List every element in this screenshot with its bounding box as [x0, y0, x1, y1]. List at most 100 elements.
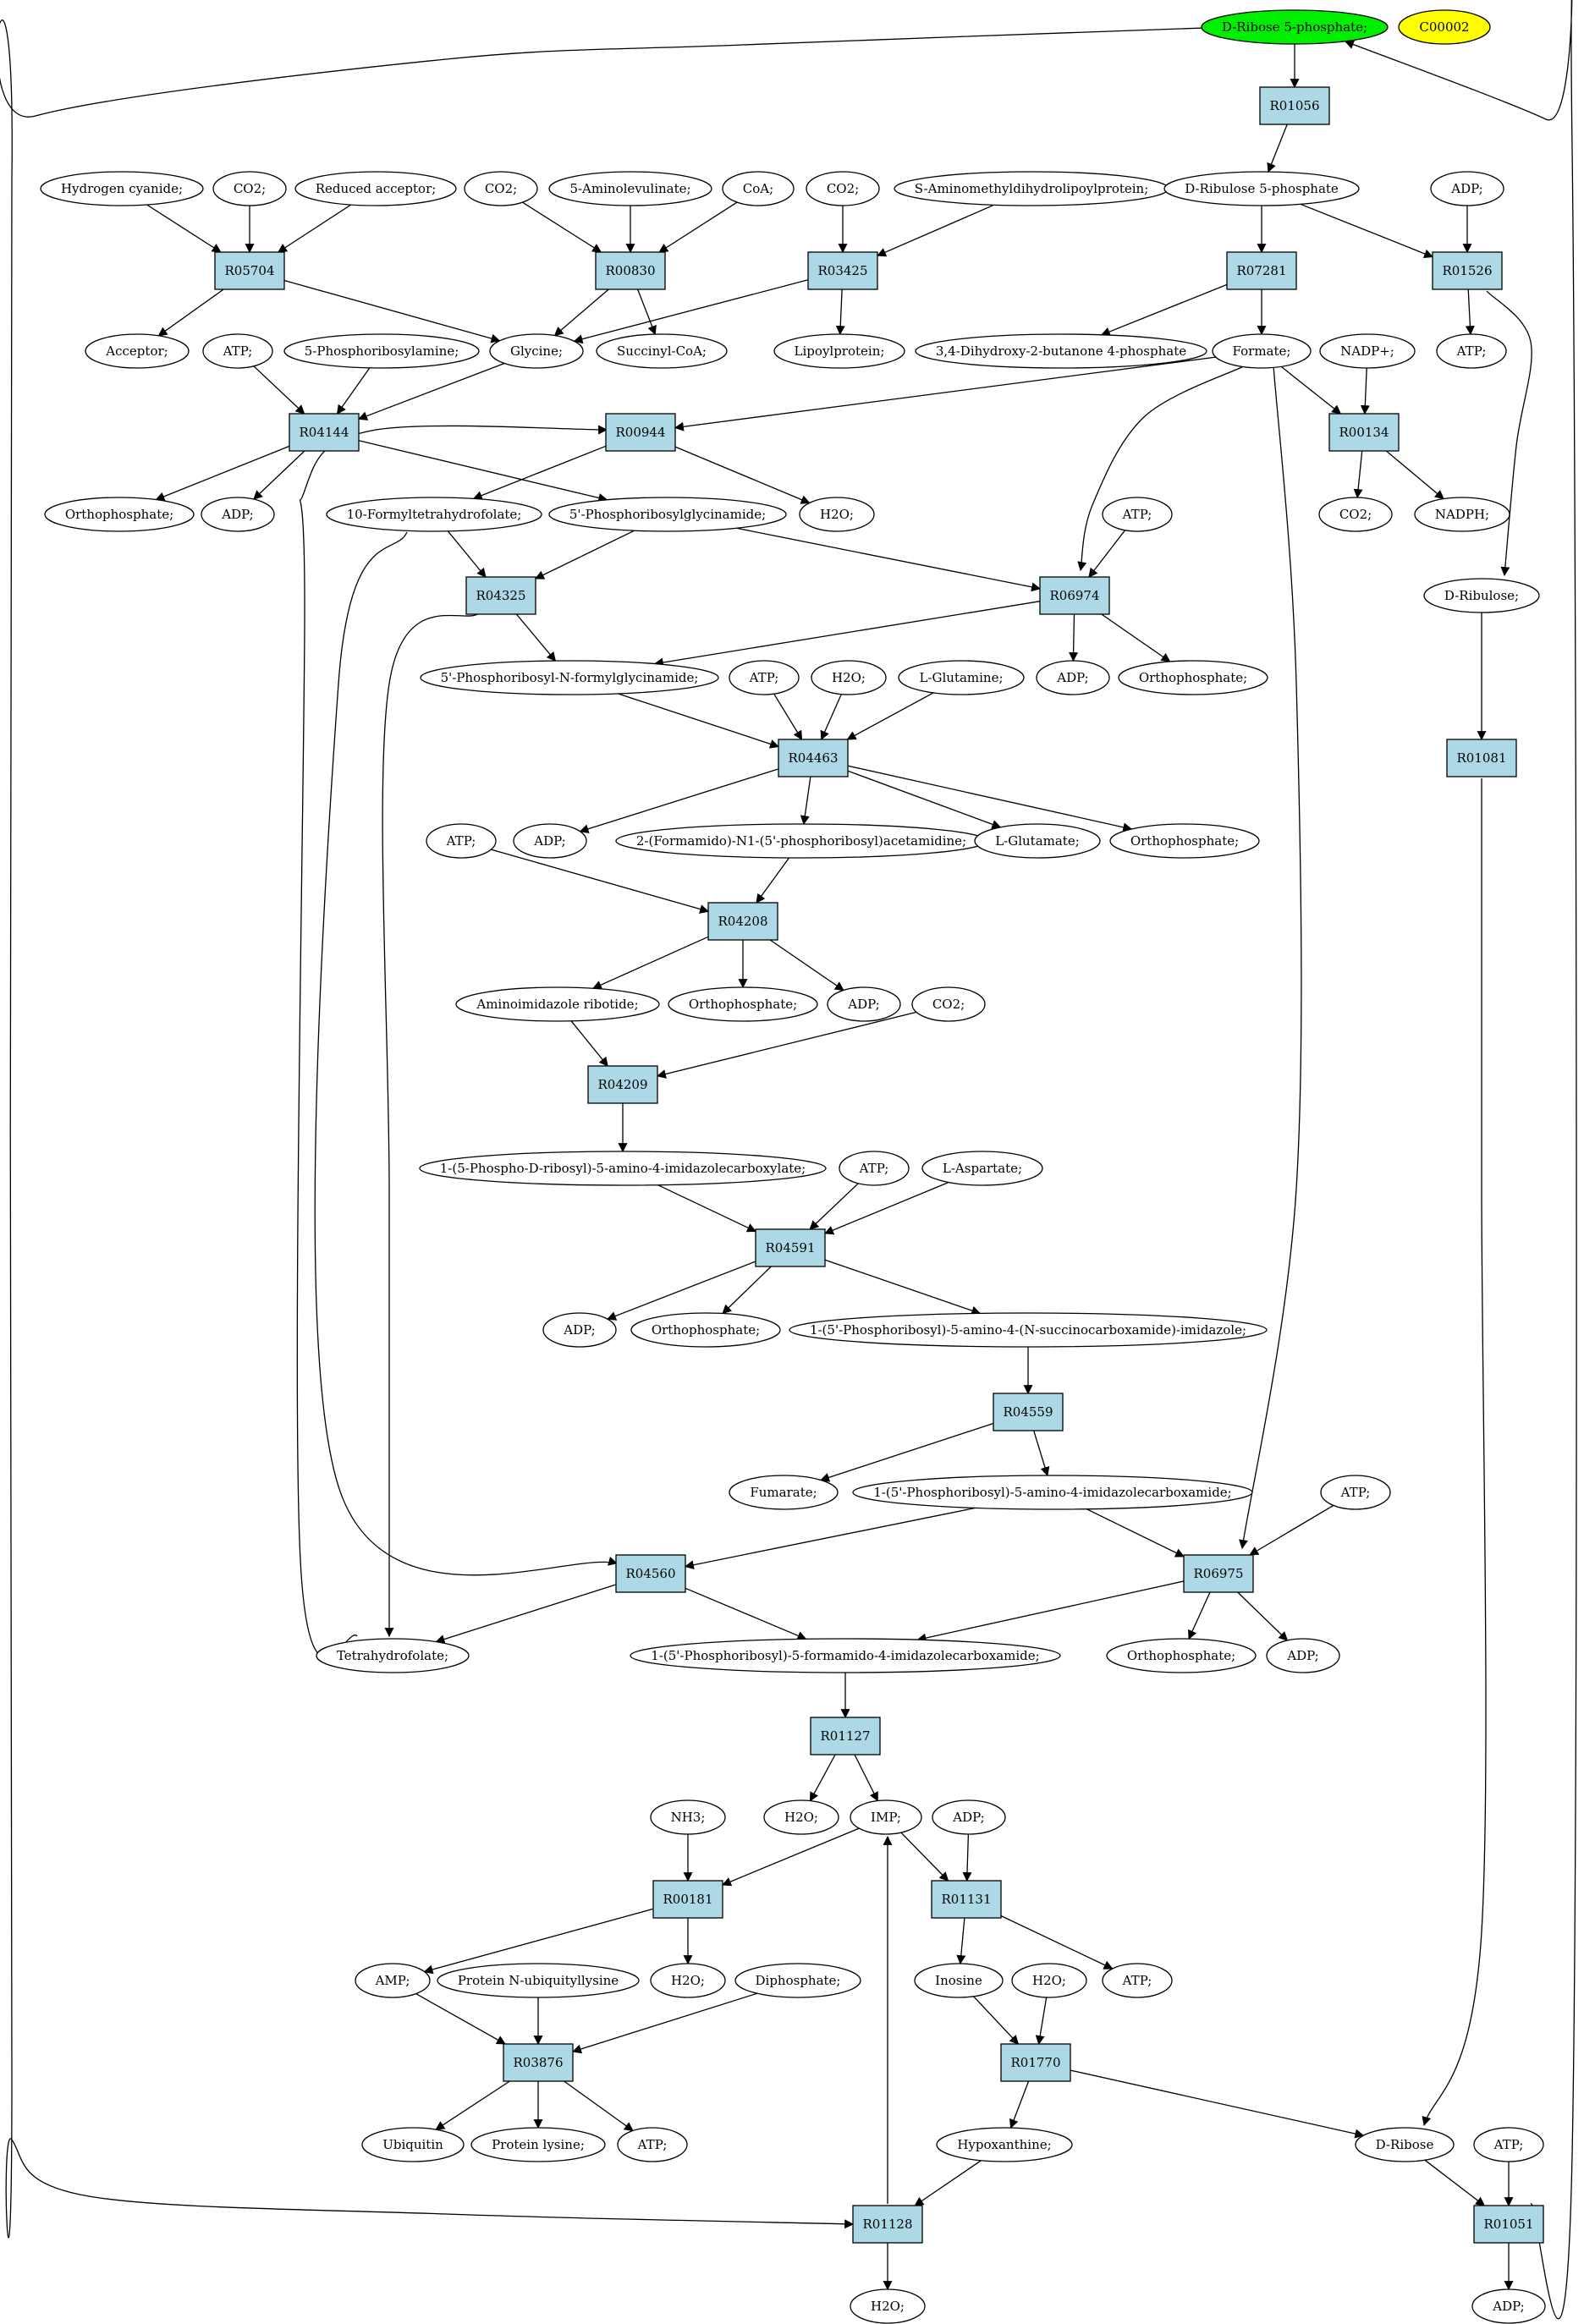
reaction-node-r04591[interactable]: R04591: [755, 1228, 826, 1267]
compound-node-adp-g[interactable]: ADP;: [1266, 1638, 1340, 1673]
compound-node-prpa[interactable]: 5-Phosphoribosylamine;: [283, 333, 480, 369]
compound-node-h2o-c[interactable]: H2O;: [763, 1799, 839, 1835]
compound-node-r5p[interactable]: D-Ribulose 5-phosphate: [1163, 171, 1360, 206]
compound-node-adp-i[interactable]: ADP;: [1471, 2288, 1546, 2324]
compound-node-r5p-top[interactable]: D-Ribose 5-phosphate;: [1201, 9, 1389, 45]
compound-node-atp-i[interactable]: ATP;: [617, 2127, 688, 2162]
compound-node-adp-d[interactable]: ADP;: [513, 823, 587, 859]
compound-node-adp-h[interactable]: ADP;: [932, 1799, 1006, 1835]
reaction-node-r01081[interactable]: R01081: [1446, 739, 1517, 777]
compound-node-co2-d[interactable]: CO2;: [1318, 497, 1393, 532]
compound-node-redacc[interactable]: Reduced acceptor;: [294, 171, 457, 206]
reaction-node-r00134[interactable]: R00134: [1328, 413, 1400, 452]
compound-node-fumarate[interactable]: Fumarate;: [729, 1475, 839, 1510]
compound-node-hypox[interactable]: Hypoxanthine;: [936, 2127, 1073, 2162]
compound-node-adp-e[interactable]: ADP;: [827, 986, 901, 1022]
reaction-node-r01127[interactable]: R01127: [810, 1717, 881, 1755]
reaction-node-r03425[interactable]: R03425: [807, 251, 878, 290]
reaction-node-r00181[interactable]: R00181: [652, 1880, 723, 1919]
compound-node-adp-b[interactable]: ADP;: [201, 497, 275, 532]
compound-node-imp[interactable]: IMP;: [850, 1799, 922, 1835]
compound-node-thf[interactable]: Tetrahydrofolate;: [316, 1638, 470, 1673]
reaction-node-r01051[interactable]: R01051: [1473, 2205, 1544, 2244]
compound-node-nadp[interactable]: NADP+;: [1319, 333, 1416, 369]
reaction-node-r00944[interactable]: R00944: [605, 413, 676, 452]
reaction-node-r06974[interactable]: R06974: [1039, 576, 1110, 615]
compound-node-ortho-d[interactable]: Orthophosphate;: [668, 986, 818, 1022]
compound-node-acceptor[interactable]: Acceptor;: [85, 333, 190, 369]
reaction-node-r07281[interactable]: R07281: [1226, 251, 1297, 290]
reaction-node-r04325[interactable]: R04325: [465, 576, 536, 615]
compound-node-ubiquitin[interactable]: Ubiquitin: [361, 2127, 465, 2162]
reaction-node-r00830[interactable]: R00830: [595, 251, 666, 290]
compound-node-atp-d[interactable]: ATP;: [729, 660, 800, 695]
compound-node-adp-c[interactable]: ADP;: [1036, 660, 1110, 695]
compound-node-co2-e[interactable]: CO2;: [911, 986, 986, 1022]
compound-node-atp-c[interactable]: ATP;: [1102, 497, 1173, 532]
compound-node-h2o-f[interactable]: H2O;: [850, 2288, 926, 2324]
compound-node-nh3[interactable]: NH3;: [650, 1799, 726, 1835]
compound-node-amp[interactable]: AMP;: [355, 1963, 431, 1998]
compound-node-saicar[interactable]: 1-(5'-Phosphoribosyl)-5-amino-4-(N-succi…: [789, 1312, 1268, 1348]
compound-node-fgar[interactable]: 5'-Phosphoribosyl-N-formylglycinamide;: [420, 660, 719, 695]
reaction-node-r01056[interactable]: R01056: [1259, 86, 1330, 125]
compound-node-gar[interactable]: 5'-Phosphoribosylglycinamide;: [548, 497, 787, 532]
compound-node-formate[interactable]: Formate;: [1212, 333, 1312, 369]
reaction-node-r04559[interactable]: R04559: [993, 1393, 1064, 1431]
compound-node-glycine[interactable]: Glycine;: [489, 333, 584, 369]
compound-node-ala[interactable]: 5-Aminolevulinate;: [548, 171, 712, 206]
compound-node-fgam[interactable]: 2-(Formamido)-N1-(5'-phosphoribosyl)acet…: [615, 823, 987, 859]
compound-node-h2o-d[interactable]: H2O;: [650, 1963, 726, 1998]
compound-node-gln[interactable]: L-Glutamine;: [898, 660, 1025, 695]
compound-node-lipoyl[interactable]: Lipoylprotein;: [773, 333, 905, 369]
compound-node-dhbp[interactable]: 3,4-Dihydroxy-2-butanone 4-phosphate: [915, 333, 1207, 369]
compound-node-hcn[interactable]: Hydrogen cyanide;: [40, 171, 204, 206]
compound-node-atp-a[interactable]: ATP;: [202, 333, 273, 369]
reaction-node-r04560[interactable]: R04560: [615, 1554, 686, 1593]
compound-node-co2-b[interactable]: CO2;: [464, 171, 538, 206]
compound-node-ortho-f[interactable]: Orthophosphate;: [1106, 1638, 1257, 1673]
reaction-node-r05704[interactable]: R05704: [214, 251, 285, 290]
reaction-node-r04208[interactable]: R04208: [707, 902, 778, 941]
compound-node-nadph[interactable]: NADPH;: [1414, 497, 1510, 532]
compound-node-glu[interactable]: L-Glutamate;: [974, 823, 1101, 859]
reaction-node-r04209[interactable]: R04209: [587, 1065, 658, 1104]
compound-node-faicar[interactable]: 1-(5'-Phosphoribosyl)-5-formamido-4-imid…: [630, 1638, 1061, 1673]
compound-node-co2-a[interactable]: CO2;: [212, 171, 287, 206]
compound-node-coa[interactable]: CoA;: [722, 171, 795, 206]
compound-node-inosine[interactable]: Inosine: [914, 1963, 1004, 1998]
compound-node-co2-c[interactable]: CO2;: [806, 171, 880, 206]
compound-node-h2o-a[interactable]: H2O;: [799, 497, 875, 532]
compound-node-10fthf[interactable]: 10-Formyltetrahydrofolate;: [326, 497, 542, 532]
reaction-node-r01131[interactable]: R01131: [931, 1880, 1002, 1919]
compound-node-plys[interactable]: Protein lysine;: [470, 2127, 606, 2162]
reaction-node-r04463[interactable]: R04463: [778, 739, 849, 777]
compound-node-atp-h[interactable]: ATP;: [1102, 1963, 1173, 1998]
compound-node-atp-b[interactable]: ATP;: [1436, 333, 1507, 369]
compound-node-air[interactable]: Aminoimidazole ribotide;: [455, 986, 660, 1022]
compound-node-atp-e[interactable]: ATP;: [426, 823, 497, 859]
compound-node-ortho-e[interactable]: Orthophosphate;: [630, 1312, 781, 1348]
compound-node-c00002[interactable]: C00002: [1398, 9, 1491, 45]
compound-node-ortho-b[interactable]: Orthophosphate;: [1118, 660, 1268, 695]
compound-node-pnul[interactable]: Protein N-ubiquityllysine: [437, 1963, 640, 1998]
compound-node-h2o-e[interactable]: H2O;: [1011, 1963, 1087, 1998]
compound-node-adp-f[interactable]: ADP;: [542, 1312, 617, 1348]
compound-node-ortho-c[interactable]: Orthophosphate;: [1109, 823, 1260, 859]
compound-node-ribulose[interactable]: D-Ribulose;: [1423, 578, 1540, 613]
compound-node-samdlp[interactable]: S-Aminomethyldihydrolipoylprotein;: [894, 171, 1169, 206]
compound-node-adp-a[interactable]: ADP;: [1430, 171, 1504, 206]
reaction-node-r01770[interactable]: R01770: [1000, 2043, 1071, 2082]
compound-node-h2o-b[interactable]: H2O;: [811, 660, 887, 695]
compound-node-cair[interactable]: 1-(5-Phospho-D-ribosyl)-5-amino-4-imidaz…: [419, 1151, 827, 1186]
reaction-node-r03876[interactable]: R03876: [503, 2043, 574, 2082]
reaction-node-r01128[interactable]: R01128: [852, 2205, 923, 2244]
compound-node-ribose[interactable]: D-Ribose: [1355, 2127, 1455, 2162]
compound-node-diphos[interactable]: Diphosphate;: [734, 1963, 861, 1998]
reaction-node-r04144[interactable]: R04144: [289, 413, 360, 452]
compound-node-aicar[interactable]: 1-(5'-Phosphoribosyl)-5-amino-4-imidazol…: [852, 1475, 1253, 1510]
reaction-node-r06975[interactable]: R06975: [1183, 1554, 1254, 1593]
compound-node-asp[interactable]: L-Aspartate;: [921, 1151, 1043, 1186]
compound-node-succoa[interactable]: Succinyl-CoA;: [596, 333, 728, 369]
compound-node-ortho-a[interactable]: Orthophosphate;: [44, 497, 195, 532]
